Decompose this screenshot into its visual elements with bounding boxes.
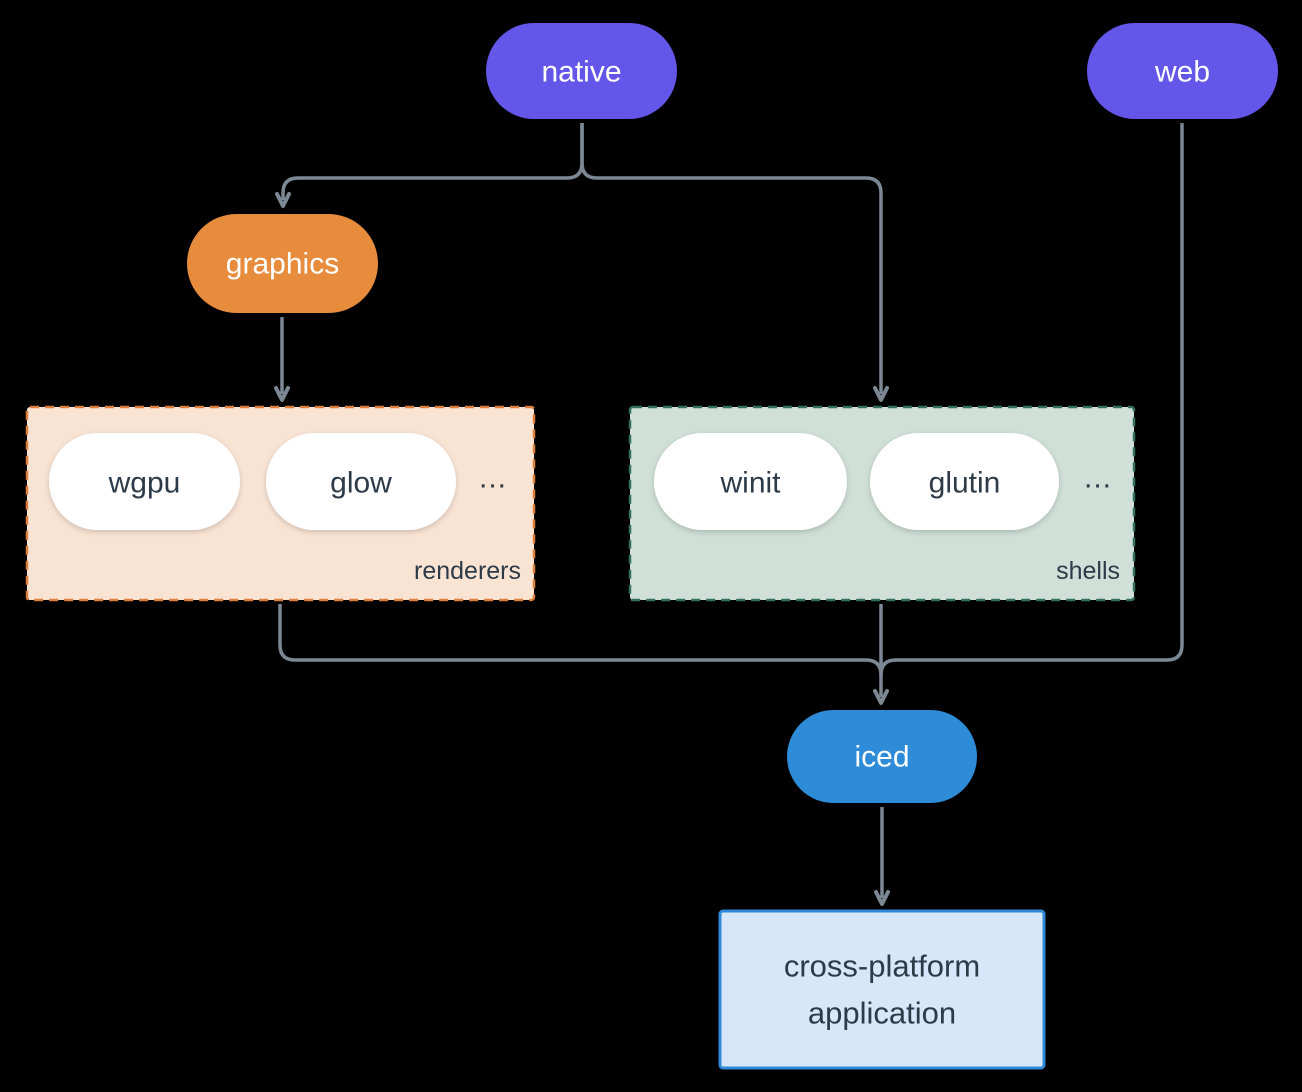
node-iced-group: iced	[787, 710, 977, 803]
edge-native-shells	[580, 123, 889, 402]
pill-glow-label: glow	[330, 467, 392, 500]
node-iced	[787, 710, 977, 803]
node-native-group: native	[486, 23, 677, 119]
node-application-group: cross-platform application	[718, 909, 1046, 1070]
node-native-label: native	[541, 56, 621, 89]
node-iced-label: iced	[854, 741, 909, 774]
pill-winit	[654, 433, 847, 530]
node-web-label: web	[1154, 56, 1210, 89]
node-graphics-group: graphics	[187, 214, 378, 313]
node-application	[718, 909, 1046, 1070]
group-renderers: wgpu glow ... renderers	[25, 405, 536, 602]
node-graphics-label: graphics	[226, 248, 339, 281]
group-shells: winit glutin ... shells	[628, 405, 1136, 602]
pill-glutin	[870, 433, 1059, 530]
node-application-label-line1: cross-platform	[784, 949, 980, 984]
pill-glutin-label: glutin	[929, 467, 1001, 500]
node-application-label-line2: application	[808, 996, 956, 1031]
node-web-group: web	[1087, 23, 1278, 119]
group-renderers-label: renderers	[414, 557, 521, 585]
node-web	[1087, 23, 1278, 119]
pill-wgpu-label: wgpu	[108, 467, 181, 500]
renderers-ellipsis: ...	[479, 462, 507, 495]
pill-glow	[266, 433, 456, 530]
edges	[274, 123, 1184, 906]
pill-wgpu	[49, 433, 240, 530]
pill-winit-label: winit	[719, 467, 781, 500]
group-shells-label: shells	[1056, 557, 1120, 585]
node-graphics	[187, 214, 378, 313]
shells-ellipsis: ...	[1084, 462, 1112, 495]
node-native	[486, 23, 677, 119]
